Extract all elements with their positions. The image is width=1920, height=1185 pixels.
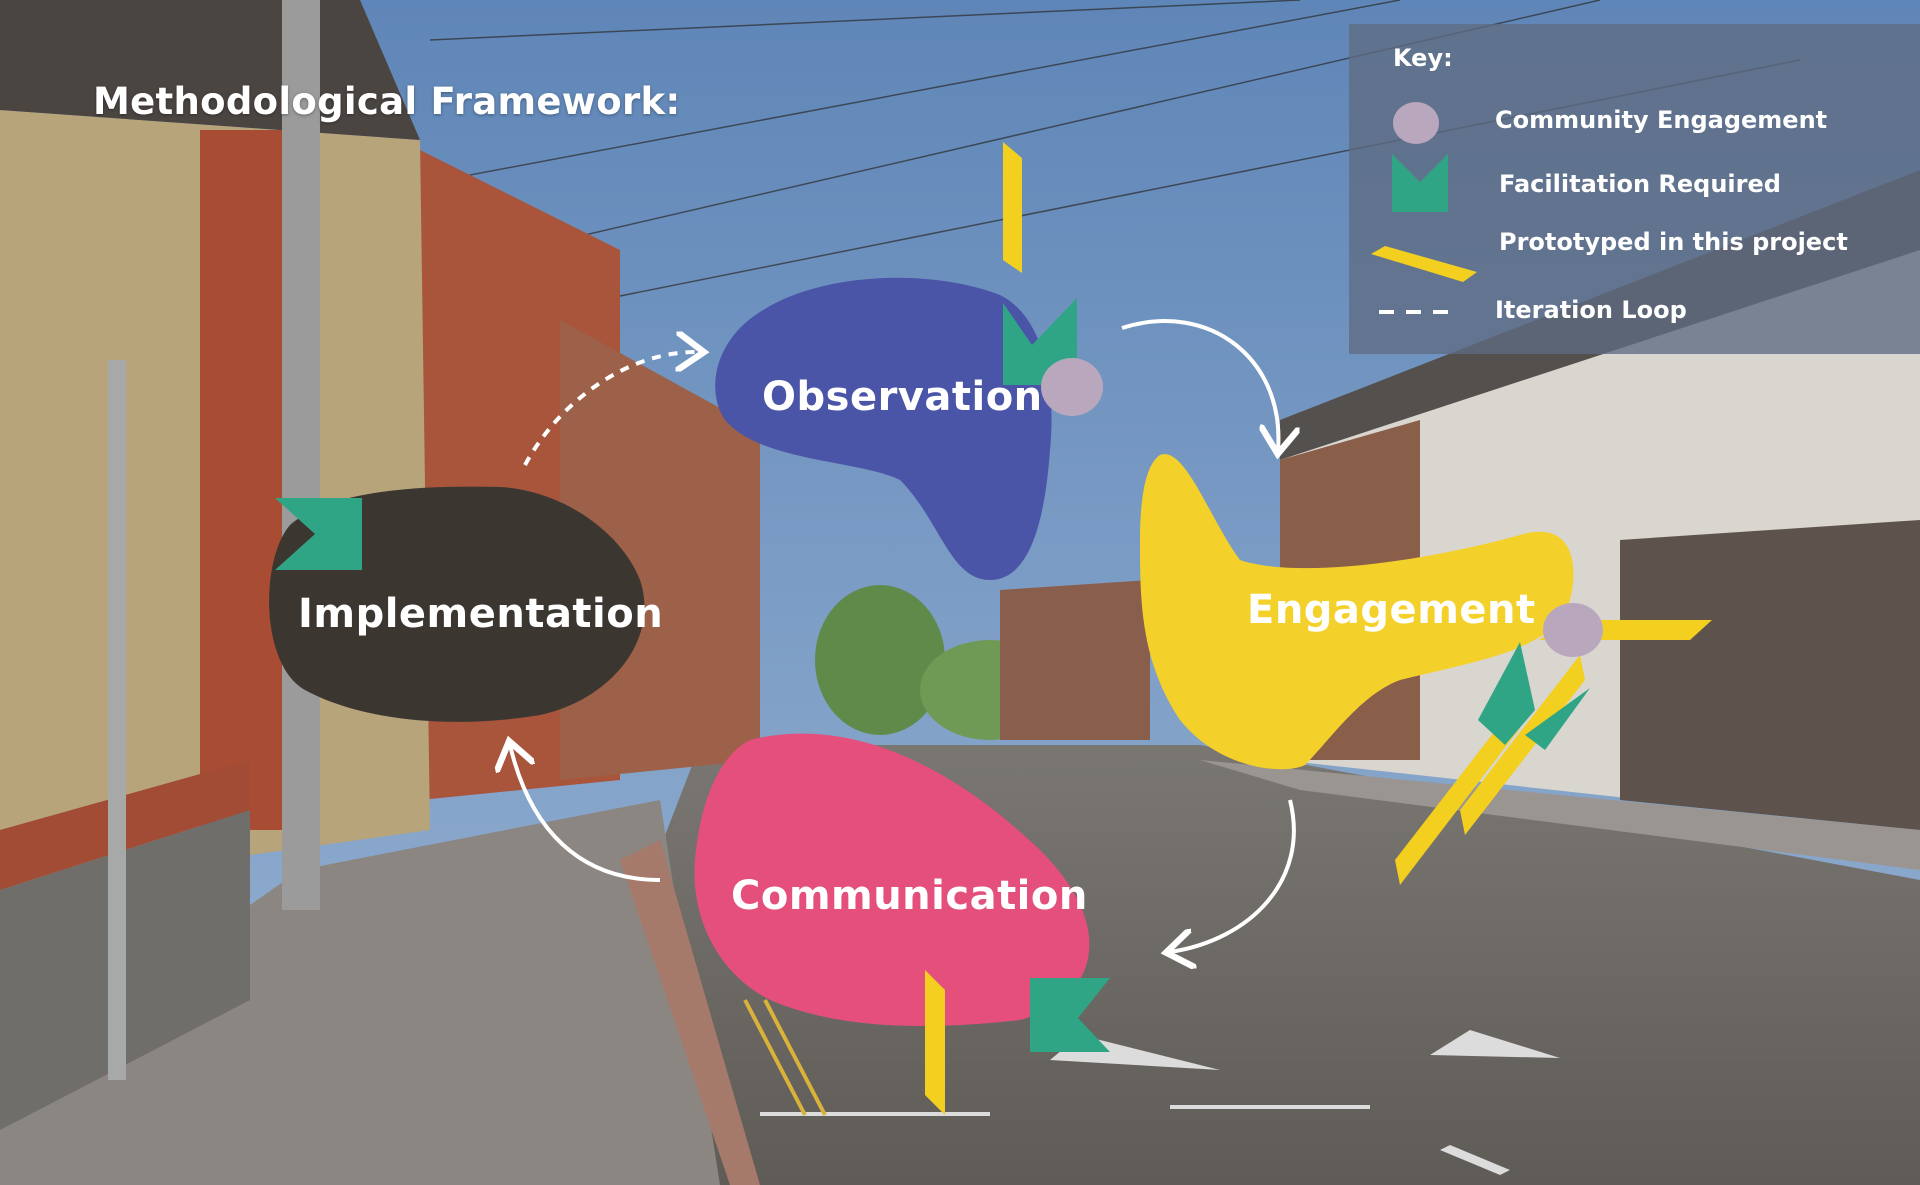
prototyped-marker-communication [925, 970, 945, 1115]
key-label-facilitation-required: Facilitation Required [1499, 170, 1781, 198]
key-label-prototyped: Prototyped in this project [1499, 228, 1848, 256]
key-legend: Key: Community Engagement Facilitation R… [1349, 24, 1920, 354]
arrow-communication-to-implementation [510, 745, 660, 880]
arrow-engagement-to-communication [1170, 800, 1294, 952]
iteration-loop-arrow [525, 352, 700, 465]
yellow-bar-icon [1371, 246, 1481, 284]
key-label-community-engagement: Community Engagement [1495, 106, 1827, 134]
stage-label-engagement: Engagement [1247, 587, 1536, 633]
dashed-line-icon [1379, 306, 1459, 318]
stage-label-implementation: Implementation [298, 591, 663, 637]
circle-marker-icon [1391, 100, 1441, 146]
community-marker-observation [1041, 358, 1103, 416]
teal-flag-icon [1392, 154, 1448, 212]
diagram-title: Methodological Framework: [93, 80, 681, 123]
key-label-iteration-loop: Iteration Loop [1495, 296, 1687, 324]
key-title: Key: [1393, 44, 1453, 72]
prototyped-marker-observation [1003, 142, 1022, 273]
observation-blob [715, 278, 1051, 580]
community-marker-engagement [1543, 603, 1603, 657]
stage-label-communication: Communication [731, 873, 1088, 919]
arrow-observation-to-engagement [1122, 321, 1278, 450]
stage-label-observation: Observation [762, 374, 1043, 420]
facilitation-marker-communication [1030, 978, 1110, 1052]
